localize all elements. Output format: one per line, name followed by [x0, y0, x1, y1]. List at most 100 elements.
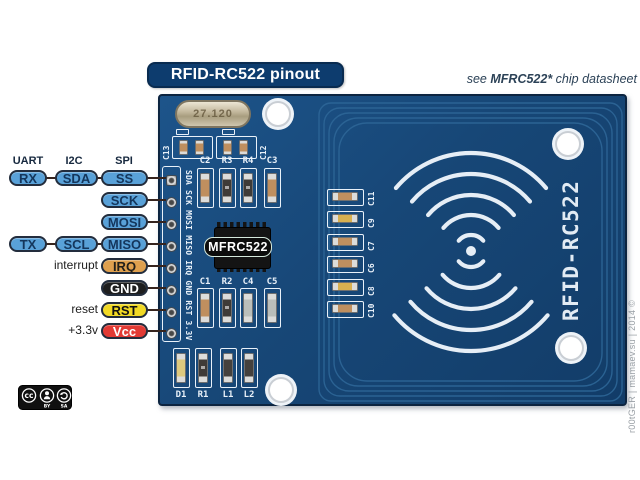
pin-pad	[166, 284, 177, 296]
pin-pad	[166, 174, 177, 186]
antenna-wave-arc-top	[441, 212, 501, 230]
smd-component	[200, 292, 210, 323]
pin-header-outline	[162, 166, 181, 342]
pin-pill-rst: RST	[101, 302, 148, 318]
antenna-wave-arc-bottom	[392, 313, 550, 354]
mounting-hole	[555, 131, 581, 157]
smd-outline	[239, 288, 257, 328]
pin-pill-mosi: MOSI	[101, 214, 148, 230]
pin-group-header-uart: UART	[12, 155, 44, 167]
smd-component	[223, 352, 233, 383]
sa-text: SA	[61, 404, 68, 410]
smd-component	[176, 352, 186, 383]
license-badge: cc BY SA	[18, 385, 72, 410]
silkscreen-label-c9: C9	[367, 218, 376, 228]
pin-note-interrupt: interrupt	[53, 258, 98, 272]
pin-connector-line	[28, 243, 166, 245]
pin-pill-tx: TX	[9, 236, 47, 252]
by-text: BY	[44, 404, 51, 410]
silkscreen-label-l1: L1	[222, 390, 234, 400]
antenna-wave-arc-top	[409, 171, 533, 204]
pin-group-header-i2c: I2C	[65, 155, 83, 167]
pin-note-33v: +3.3v	[68, 323, 98, 337]
pin-pill-irq: IRQ	[101, 258, 148, 274]
smd-outline	[219, 348, 237, 388]
chip-pins-bottom	[217, 267, 267, 272]
smd-component	[222, 292, 232, 323]
pin-pill-gnd: GND	[101, 280, 148, 296]
by-icon	[39, 388, 55, 403]
pin-pad	[166, 240, 177, 252]
smd-component	[332, 259, 358, 268]
mounting-hole	[265, 101, 291, 127]
pin-pill-ss: SS	[101, 170, 148, 186]
watermark: r00tGER | mamaev.su | 2014 ©	[627, 299, 637, 433]
smd-outline	[263, 288, 281, 328]
pcb-board: 27.120 SDA SCK MOSI MISO IRQ GND RST 3.3…	[158, 94, 627, 406]
antenna-wave-arc-top	[393, 150, 549, 191]
antenna-wave-arc-top	[426, 192, 516, 218]
smd-component	[244, 352, 254, 383]
smd-outline	[240, 348, 258, 388]
smd-component	[198, 352, 208, 383]
antenna-center-dot	[466, 246, 476, 256]
cc-text: cc	[25, 391, 34, 400]
silkscreen-label-c8: C8	[367, 286, 376, 296]
crystal-oscillator: 27.120	[175, 100, 251, 128]
datasheet-note-suffix: chip datasheet	[552, 72, 637, 86]
smd-component	[267, 292, 277, 323]
antenna-coil-trace	[323, 107, 618, 397]
smd-component	[179, 139, 188, 155]
smd-outline	[327, 300, 364, 318]
silkscreen-label-c11: C11	[367, 191, 376, 206]
antenna-coil-trace	[338, 122, 603, 382]
page-title-text: RFID-RC522 pinout	[170, 66, 321, 83]
smd-outline	[218, 288, 236, 328]
silkscreen-label-c7: C7	[367, 241, 376, 251]
crystal-pad	[222, 129, 235, 135]
smd-component	[243, 172, 253, 203]
smd-outline	[263, 168, 281, 208]
pin-note-reset: reset	[71, 302, 98, 316]
cc-icon: cc	[21, 388, 37, 403]
pin-header-silkscreen: SDA SCK MOSI MISO IRQ GND RST 3.3V	[184, 170, 193, 341]
antenna-wave-arc-bottom	[456, 259, 486, 270]
antenna-coil-trace	[318, 102, 623, 402]
silkscreen-label-c5: C5	[266, 277, 278, 287]
pin-pad	[166, 306, 177, 318]
pin-pill-scl: SCL	[55, 236, 98, 252]
pin-pad	[166, 262, 177, 274]
smd-outline	[172, 348, 190, 388]
smd-component	[200, 172, 210, 203]
silkscreen-label-c2: C2	[199, 156, 211, 166]
chip-label: MFRC522	[204, 237, 272, 257]
crystal-pad	[176, 129, 189, 135]
smd-component	[222, 172, 232, 203]
datasheet-note-chip: MFRC522*	[490, 72, 553, 86]
smd-outline	[239, 168, 257, 208]
silkscreen-label-c3: C3	[266, 156, 278, 166]
silkscreen-label-l2: L2	[243, 390, 255, 400]
smd-component	[223, 139, 232, 155]
smd-outline	[218, 168, 236, 208]
smd-component	[267, 172, 277, 203]
smd-outline	[196, 168, 214, 208]
silkscreen-label-r4: R4	[242, 156, 254, 166]
smd-outline	[327, 233, 364, 251]
smd-outline	[216, 136, 257, 159]
smd-outline	[196, 288, 214, 328]
smd-outline	[327, 278, 364, 296]
smd-component	[195, 139, 204, 155]
smd-component	[332, 304, 358, 313]
smd-outline	[327, 210, 364, 228]
antenna-wave-arc-bottom	[440, 272, 502, 291]
silkscreen-label-c10: C10	[367, 303, 376, 318]
pin-pad	[166, 196, 177, 208]
antenna-graphics	[318, 102, 623, 402]
antenna-coil-trace	[333, 117, 608, 387]
mounting-hole	[268, 377, 294, 403]
smd-component	[239, 139, 248, 155]
board-name-vertical: RFID-RC522	[559, 179, 583, 321]
silkscreen-label-r1: R1	[197, 390, 209, 400]
